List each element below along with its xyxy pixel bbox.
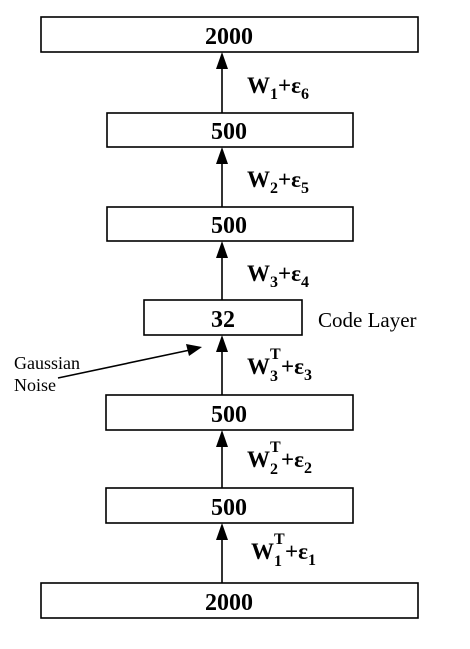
- svg-text:2: 2: [270, 461, 278, 478]
- svg-text:+ε2: +ε2: [281, 447, 312, 477]
- layer-encoder-500-a: 500: [105, 487, 354, 524]
- arrow-6: [216, 52, 228, 113]
- layer-decoder-500-b: 500: [106, 206, 354, 242]
- layer-code: 32: [143, 299, 303, 336]
- svg-text:T: T: [270, 346, 281, 363]
- weight-label-w3-eps4: W3+ε4: [247, 261, 309, 291]
- layer-encoder-500-b: 500: [105, 394, 354, 431]
- layer-decoder-500-a-label: 500: [211, 119, 247, 145]
- layer-code-label: 32: [211, 307, 235, 333]
- weight-label-w1t-eps1: W T 1 +ε1: [251, 531, 316, 570]
- arrow-1: [216, 523, 228, 583]
- gaussian-noise-annotation: Gaussian Noise: [14, 344, 202, 395]
- weight-label-w3t-eps3: W T 3 +ε3: [247, 346, 312, 385]
- layer-encoder-500-b-label: 500: [211, 402, 247, 428]
- svg-text:W: W: [247, 447, 270, 472]
- layer-top-2000-label: 2000: [205, 24, 253, 50]
- svg-text:1: 1: [274, 553, 282, 570]
- weight-label-w2-eps5: W2+ε5: [247, 167, 309, 197]
- layer-decoder-500-a: 500: [106, 112, 354, 148]
- noise-label-line2: Noise: [14, 375, 56, 395]
- svg-text:3: 3: [270, 368, 278, 385]
- svg-text:T: T: [274, 531, 285, 548]
- weight-label-w2t-eps2: W T 2 +ε2: [247, 439, 312, 478]
- layer-encoder-500-a-label: 500: [211, 495, 247, 521]
- svg-text:+ε1: +ε1: [285, 539, 316, 569]
- svg-text:W: W: [251, 539, 274, 564]
- layer-top-2000: 2000: [40, 16, 419, 53]
- arrow-2: [216, 430, 228, 488]
- layer-decoder-500-b-label: 500: [211, 213, 247, 239]
- arrow-4: [216, 241, 228, 300]
- code-layer-label: Code Layer: [318, 308, 417, 332]
- svg-text:W: W: [247, 354, 270, 379]
- svg-text:+ε3: +ε3: [281, 354, 312, 384]
- noise-arrow-head: [186, 344, 202, 356]
- arrow-3: [216, 335, 228, 395]
- arrow-5: [216, 147, 228, 207]
- svg-text:T: T: [270, 439, 281, 456]
- layer-bottom-2000: 2000: [40, 582, 419, 619]
- layer-bottom-2000-label: 2000: [205, 590, 253, 616]
- weight-label-w1-eps6: W1+ε6: [247, 73, 309, 103]
- noise-label-line1: Gaussian: [14, 353, 80, 373]
